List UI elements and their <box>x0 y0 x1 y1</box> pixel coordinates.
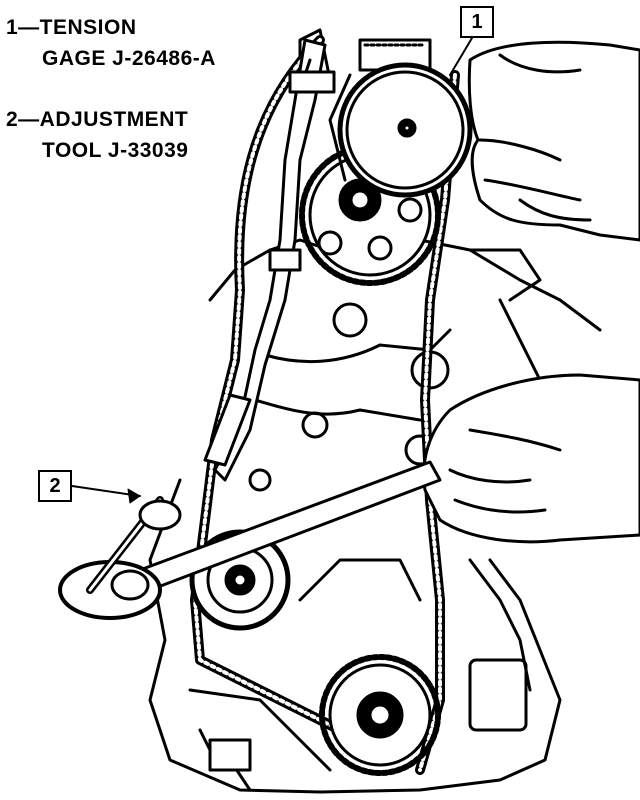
callout-1: 1 <box>460 6 494 38</box>
legend-item-2-line-1: 2—ADJUSTMENT <box>6 108 189 131</box>
legend: 1—TENSION GAGE J-26486-A 2—ADJUSTMENT TO… <box>6 12 216 166</box>
legend-item-1-line-1: 1—TENSION <box>6 16 137 39</box>
hand-lower <box>422 373 640 544</box>
legend-item-2-line-2: TOOL J-33039 <box>42 139 189 162</box>
crankshaft-sprocket <box>319 654 441 776</box>
tension-gage <box>328 38 473 198</box>
callout-1-leader <box>449 37 473 76</box>
callout-2: 2 <box>38 470 72 502</box>
adjustment-tool <box>58 460 442 620</box>
gage-arm <box>203 38 336 482</box>
hand-upper <box>467 40 640 242</box>
legend-spacer <box>6 74 216 104</box>
legend-item-1-line-2: GAGE J-26486-A <box>42 47 216 70</box>
